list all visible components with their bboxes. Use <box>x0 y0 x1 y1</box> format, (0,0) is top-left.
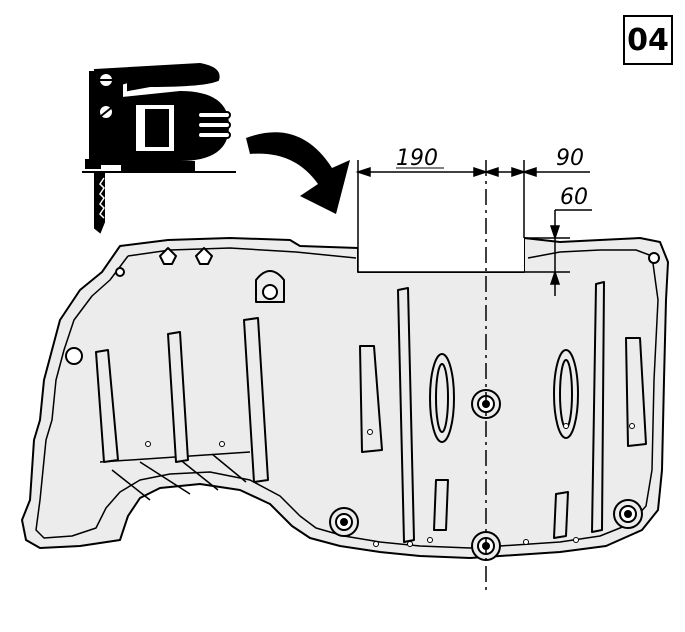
step-number: 04 <box>627 22 669 58</box>
dimension-190 <box>355 166 489 178</box>
dimension-60 <box>549 209 592 296</box>
dimension-190-label: 190 <box>396 146 438 171</box>
dimension-90-label: 90 <box>556 146 584 171</box>
dimension-60-label: 60 <box>560 185 588 210</box>
step-number-badge: 04 <box>623 15 673 65</box>
dimension-90 <box>483 166 590 178</box>
curved-arrow-icon <box>246 132 350 214</box>
underbody-panel <box>21 237 669 561</box>
cut-out-area <box>357 160 570 273</box>
jigsaw-icon <box>82 62 236 234</box>
